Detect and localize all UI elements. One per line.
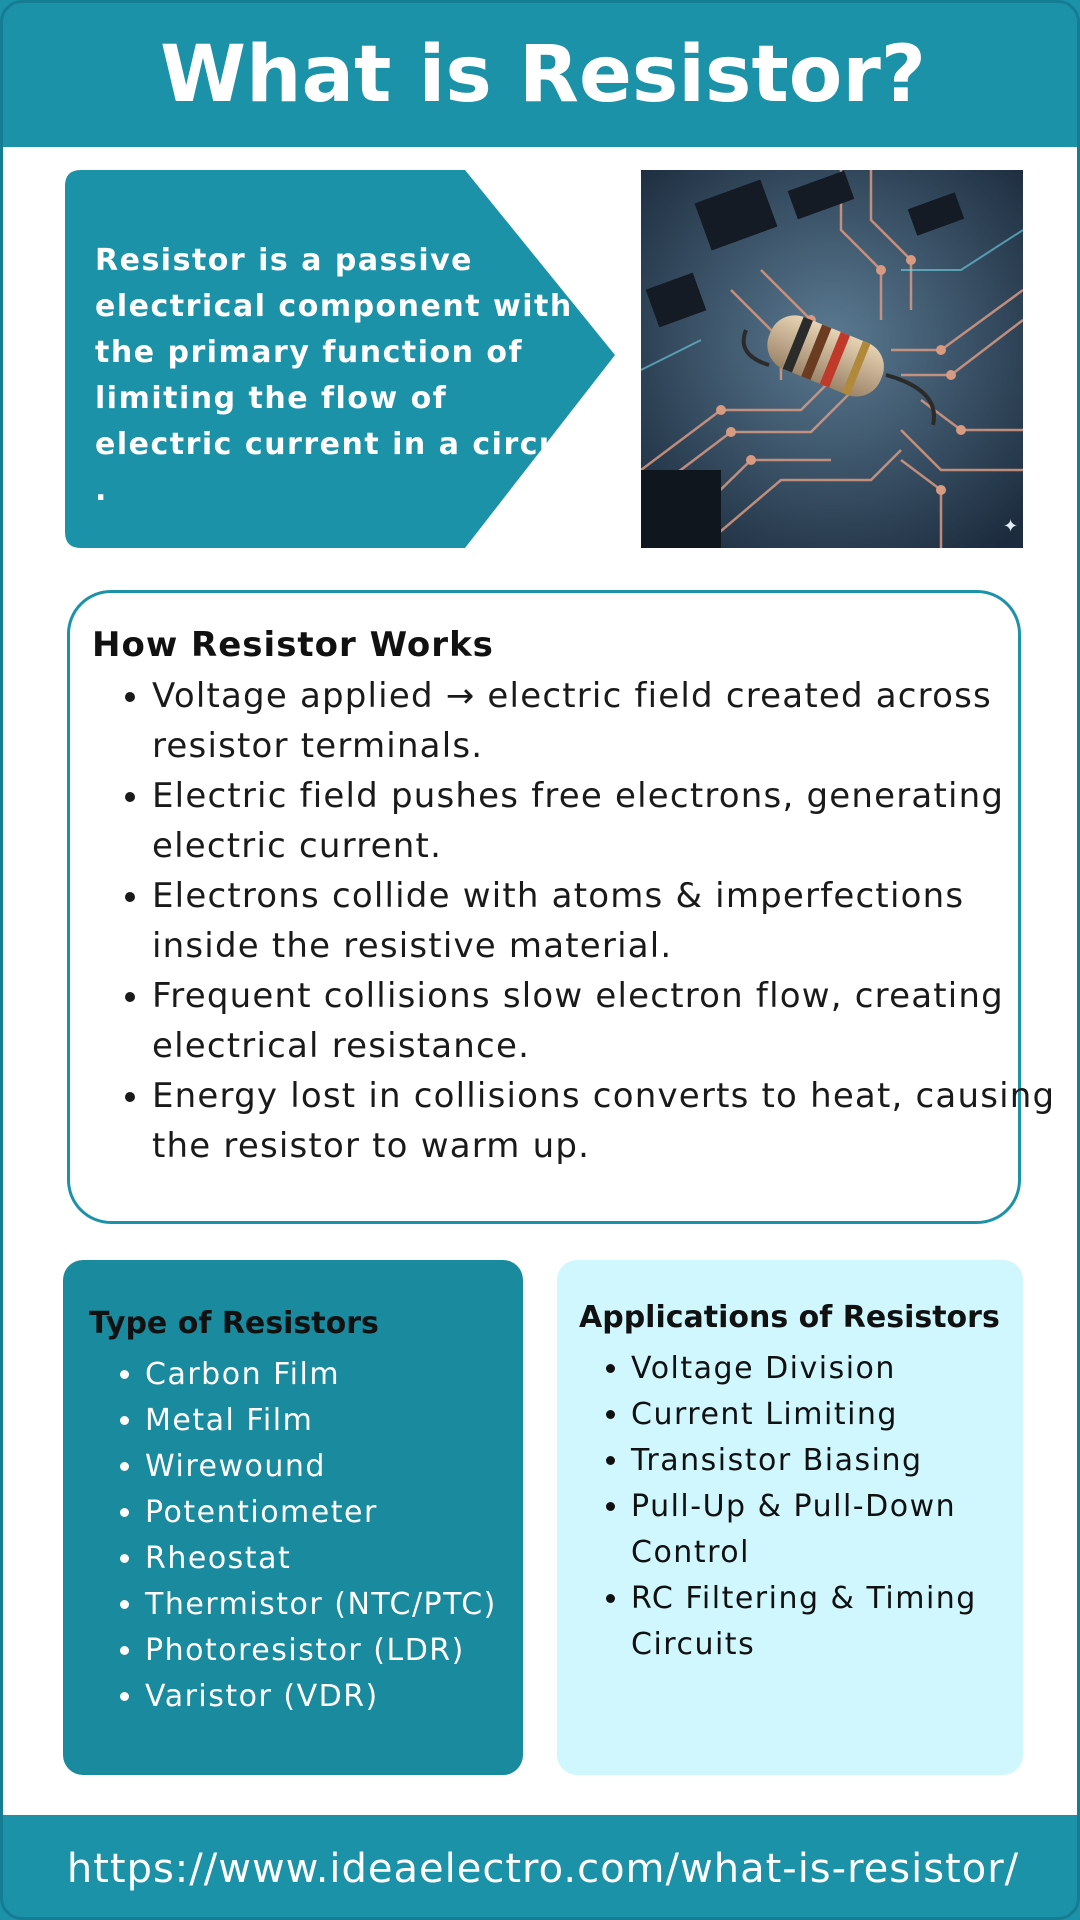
list-item: Wirewound [145, 1444, 497, 1490]
list-item: Potentiometer [145, 1490, 497, 1536]
list-item: Energy lost in collisions converts to he… [152, 1071, 1072, 1171]
footer-url-link[interactable]: https://www.ideaelectro.com/what-is-resi… [66, 1846, 1020, 1892]
list-item: Transistor Biasing [631, 1438, 1061, 1484]
definition-text: Resistor is a passive electrical compone… [95, 243, 590, 508]
list-item: Pull-Up & Pull-Down Control [631, 1484, 1061, 1576]
list-item: Frequent collisions slow electron flow, … [152, 971, 1072, 1071]
applications-list: Voltage Division Current Limiting Transi… [579, 1346, 1061, 1668]
types-title: Type of Resistors [89, 1306, 379, 1341]
svg-text:✦: ✦ [1003, 516, 1018, 537]
list-item: Photoresistor (LDR) [145, 1628, 497, 1674]
resistor-photo: ✦ [641, 170, 1023, 548]
page-title: What is Resistor? [159, 30, 927, 120]
footer-banner: https://www.ideaelectro.com/what-is-resi… [3, 1815, 1077, 1917]
list-item: Electric field pushes free electrons, ge… [152, 771, 1072, 871]
how-it-works-list: Voltage applied → electric field created… [90, 671, 1072, 1171]
list-item: Voltage Division [631, 1346, 1061, 1392]
list-item: Current Limiting [631, 1392, 1061, 1438]
resistor-illustration: ✦ [641, 170, 1023, 548]
list-item: Electrons collide with atoms & imperfect… [152, 871, 1072, 971]
list-item: Metal Film [145, 1398, 497, 1444]
list-item: Voltage applied → electric field created… [152, 671, 1072, 771]
list-item: Thermistor (NTC/PTC) [145, 1582, 497, 1628]
applications-card: Applications of Resistors Voltage Divisi… [557, 1260, 1023, 1775]
list-item: Rheostat [145, 1536, 497, 1582]
how-it-works-title: How Resistor Works [92, 625, 494, 665]
header-banner: What is Resistor? [3, 3, 1077, 147]
arrow-callout-shape [65, 170, 615, 548]
types-list: Carbon Film Metal Film Wirewound Potenti… [89, 1352, 497, 1720]
how-it-works-card: How Resistor Works Voltage applied → ele… [67, 590, 1054, 1224]
list-item: Varistor (VDR) [145, 1674, 497, 1720]
list-item: RC Filtering & Timing Circuits [631, 1576, 1061, 1668]
list-item: Carbon Film [145, 1352, 497, 1398]
applications-title: Applications of Resistors [579, 1300, 1000, 1335]
definition-callout: Resistor is a passive electrical compone… [65, 170, 615, 548]
types-card: Type of Resistors Carbon Film Metal Film… [63, 1260, 523, 1775]
